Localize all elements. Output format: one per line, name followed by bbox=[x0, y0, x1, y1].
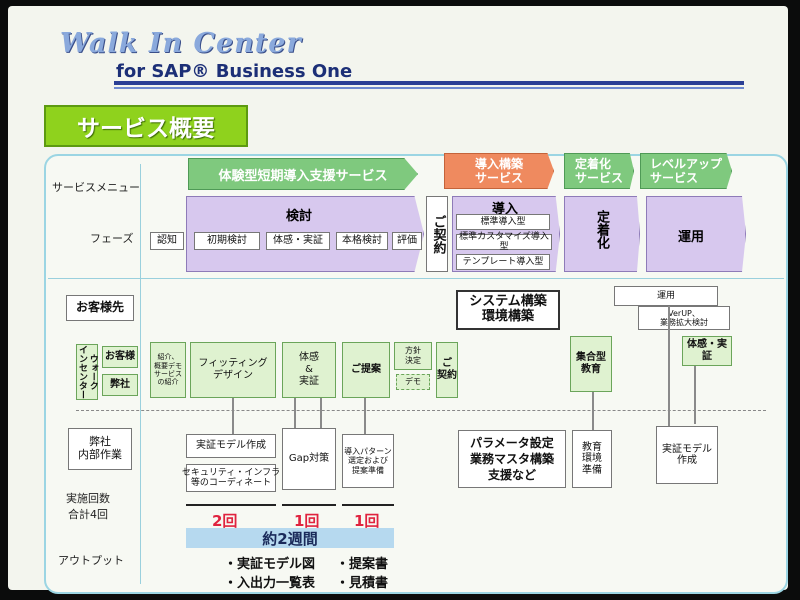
slide-title: サービス概要 bbox=[44, 105, 248, 147]
phase-contract: ご契約 bbox=[426, 196, 448, 272]
phase-settle bbox=[564, 196, 640, 272]
menu-intro-service: 導入構築 サービス bbox=[444, 153, 554, 189]
box-system-build: システム構築 環境構築 bbox=[456, 290, 560, 330]
menu-trial-service: 体験型短期導入支援サービス bbox=[188, 158, 418, 190]
internal-divider bbox=[76, 410, 766, 411]
box-pattern: 導入パターン 選定および 提案準備 bbox=[342, 434, 394, 488]
box-intro-demo: 紹介、 概要デモ サービス の紹介 bbox=[150, 342, 186, 398]
box-verup: VerUP、 業務拡大検討 bbox=[638, 306, 730, 330]
label-internal-work: 弊社 内部作業 bbox=[68, 428, 132, 470]
label-phase: フェーズ bbox=[90, 232, 134, 245]
logo-subtitle: for SAP® Business One bbox=[116, 61, 353, 82]
step-taikan: 体感・実証 bbox=[266, 232, 330, 250]
intro-customize: 標準カスタマイズ導入型 bbox=[456, 232, 552, 252]
box-policy: 方針 決定 bbox=[394, 342, 432, 370]
count-1time-a: 1回 bbox=[294, 512, 320, 530]
output-model-diagram: ・実証モデル図 bbox=[224, 557, 316, 572]
box-demo: デモ bbox=[396, 374, 430, 390]
step-initial: 初期検討 bbox=[194, 232, 260, 250]
arrow-pattern-proposal bbox=[364, 398, 366, 434]
arrow-ops-model bbox=[668, 306, 670, 426]
box-group-training: 集合型 教育 bbox=[570, 336, 612, 392]
box-ops: 運用 bbox=[614, 286, 718, 306]
count-2times: 2回 bbox=[212, 512, 238, 530]
box-edu-env: 教育 環境 準備 bbox=[572, 430, 612, 488]
box-gap: Gap対策 bbox=[282, 428, 336, 490]
span-2times bbox=[186, 504, 276, 506]
box-model-creation: 実証モデル作成 bbox=[186, 434, 276, 458]
arrow-fitting-model bbox=[232, 398, 234, 434]
box-us: 弊社 bbox=[102, 374, 138, 396]
phase-intro-label: 導入 bbox=[492, 202, 519, 217]
logo-title: Walk In Center bbox=[60, 28, 302, 59]
intro-standard: 標準導入型 bbox=[456, 214, 550, 230]
box-parameter: パラメータ設定 業務マスタ構築 支援など bbox=[458, 430, 566, 488]
label-service-menu: サービスメニュー bbox=[52, 181, 140, 194]
logo-underline bbox=[114, 81, 744, 85]
label-output: アウトプット bbox=[58, 554, 124, 567]
arrow-edu-training bbox=[592, 392, 594, 432]
output-proposal: ・提案書 bbox=[336, 557, 389, 572]
intro-template: テンプレート導入型 bbox=[456, 254, 550, 270]
menu-settle-service: 定着化 サービス bbox=[564, 153, 634, 189]
slide: Walk In Center for SAP® Business One サービ… bbox=[8, 6, 788, 594]
span-1time-b bbox=[342, 504, 394, 506]
box-security-infra: セキュリティ・インフラ 等のコーディネート bbox=[182, 464, 280, 492]
phase-ops bbox=[646, 196, 746, 272]
arrow-model-taikan bbox=[694, 366, 696, 424]
menu-levelup-service: レベルアップ サービス bbox=[640, 153, 732, 189]
label-customer-site: お客様先 bbox=[66, 295, 134, 321]
box-contract: ご 契約 bbox=[436, 342, 458, 398]
phase-kentou-label: 検討 bbox=[286, 209, 313, 224]
label-column-divider bbox=[140, 164, 141, 584]
walk-in-center: ウォーク インセンター bbox=[76, 344, 98, 400]
box-fitting-design: フィッティング デザイン bbox=[190, 342, 276, 398]
step-honkaku: 本格検討 bbox=[336, 232, 388, 250]
output-io-list: ・入出力一覧表 bbox=[224, 576, 316, 591]
step-hyouka: 評価 bbox=[392, 232, 422, 250]
logo-underline-thin bbox=[114, 87, 744, 89]
phase-divider bbox=[48, 278, 784, 279]
label-count: 実施回数 合計4回 bbox=[66, 492, 110, 521]
box-proposal: ご提案 bbox=[342, 342, 390, 398]
arrow-gap-taikan bbox=[320, 398, 322, 428]
duration-bar: 約2週間 bbox=[186, 528, 394, 548]
box-taikan-2: 体感・実証 bbox=[682, 336, 732, 366]
step-ninchi: 認知 bbox=[150, 232, 184, 250]
box-taikan-jissho: 体感 & 実証 bbox=[282, 342, 336, 398]
output-estimate: ・見積書 bbox=[336, 576, 389, 591]
span-1time-a bbox=[282, 504, 336, 506]
arrow-taikan-gap bbox=[294, 398, 296, 428]
count-1time-b: 1回 bbox=[354, 512, 380, 530]
box-model-creation-2: 実証モデル 作成 bbox=[656, 426, 718, 484]
phase-ops-label: 運用 bbox=[678, 230, 705, 245]
box-client: お客様 bbox=[102, 346, 138, 368]
phase-settle-label: 定着化 bbox=[594, 210, 609, 249]
